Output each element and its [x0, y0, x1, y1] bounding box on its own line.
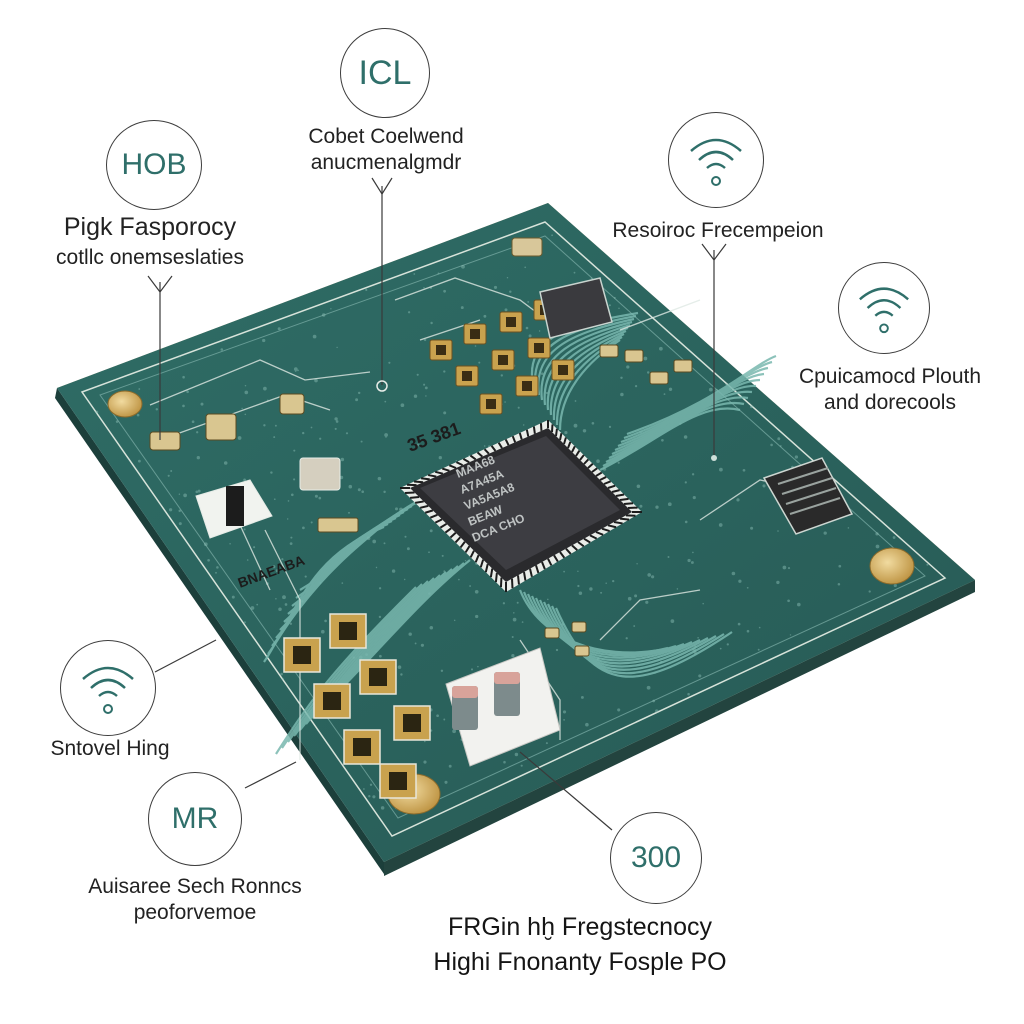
- wifi-badge-top: [668, 112, 764, 208]
- icl-badge: ICL: [340, 28, 430, 118]
- wifi-icon: [690, 138, 742, 186]
- cpuicamocd-caption: Cpuicamocd Plouth and dorecools: [798, 365, 982, 415]
- wifi-icon: [859, 287, 909, 334]
- pad-grid: [283, 613, 431, 799]
- bottom-capacitors: [445, 647, 561, 767]
- right-smd: [544, 344, 693, 657]
- smd-array-top: [429, 299, 575, 415]
- mr-badge: MR: [148, 772, 242, 866]
- sntovel-caption: Sntovel Hing: [50, 737, 170, 760]
- hob-caption: Pigk Fasporocy cotllc onemseslaties: [56, 213, 244, 270]
- footer-title: FRGin hḫ Fregstecnocy Highi Fnonanty Fos…: [433, 913, 727, 977]
- badge-300: 300: [610, 812, 702, 904]
- left-components: [149, 393, 359, 539]
- board-side: [55, 388, 384, 874]
- mr-caption: Auisaree Sech Ronncs peoforvemoe: [88, 875, 302, 925]
- board-inner-outline: [99, 235, 926, 819]
- right-connector: [762, 457, 854, 535]
- wifi-badge-left: [60, 640, 156, 736]
- callout-lines: [147, 177, 727, 831]
- wifi-badge-right: [838, 262, 930, 354]
- hob-badge: HOB: [106, 120, 202, 210]
- main-chip: [400, 420, 642, 592]
- wifi-icon: [82, 666, 134, 714]
- board-side-right: [384, 580, 975, 876]
- resoiroc-caption: Resoiroc Frecempeion: [612, 219, 824, 242]
- dark-ic-upper: [539, 277, 613, 339]
- icl-caption: Cobet Coelwend anucmenalgmdr: [308, 125, 464, 175]
- board-outline: [80, 221, 947, 837]
- small-cap-top: [511, 237, 543, 257]
